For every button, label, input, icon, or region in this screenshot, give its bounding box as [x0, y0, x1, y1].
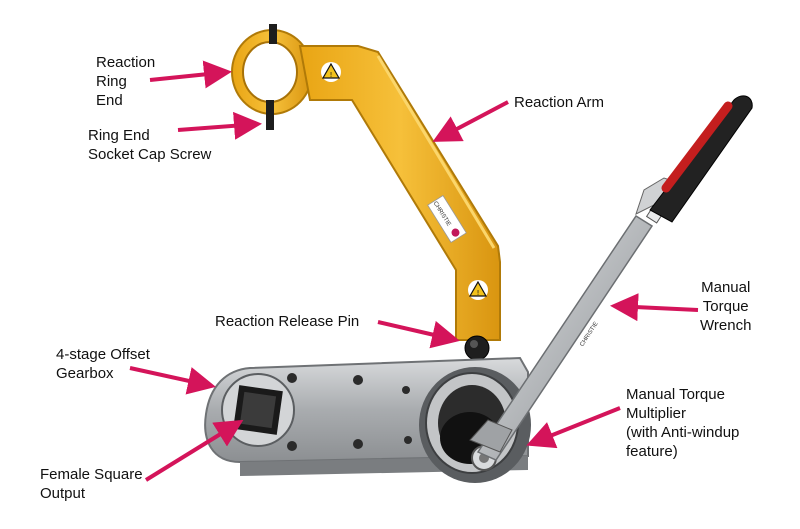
manual-torque-wrench: CHRISTIE [469, 95, 753, 461]
arrow-manual-torque-multiplier [526, 406, 621, 449]
svg-text:!: ! [477, 289, 480, 297]
callout-arrows [129, 60, 699, 482]
arrow-reaction-ring-end [149, 60, 232, 89]
label-reaction-arm: Reaction Arm [514, 94, 605, 111]
arrow-offset-gearbox [129, 366, 216, 395]
ring-end-screw-top [269, 24, 277, 44]
reaction-arm-edge [376, 55, 496, 249]
arrow-ring-end-screw [177, 111, 262, 140]
warning-triangle-icon: ! [321, 62, 341, 82]
arrow-manual-torque-wrench [610, 293, 699, 322]
reaction-release-pin [464, 335, 490, 361]
arrow-reaction-arm [432, 100, 509, 142]
label-female-square-output: Female Square Output [40, 466, 143, 502]
label-manual-torque-multiplier: Manual Torque Multiplier (with Anti-wind… [626, 386, 740, 460]
arrow-female-square-output [144, 419, 244, 482]
label-reaction-release-pin: Reaction Release Pin [215, 313, 360, 330]
label-reaction-ring-end: Reaction Ring End [96, 54, 156, 109]
wrench-grip [649, 95, 753, 223]
ring-end-screw-bottom [266, 100, 274, 130]
svg-text:!: ! [330, 71, 333, 79]
reaction-arm: ! ! CHRISTIE [231, 24, 501, 361]
label-ring-end-screw: Ring End Socket Cap Screw [88, 127, 212, 163]
warning-triangle-icon: ! [468, 280, 488, 300]
arrow-reaction-release-pin [377, 320, 460, 349]
label-offset-gearbox: 4-stage Offset Gearbox [56, 346, 150, 382]
label-manual-torque-wrench: Manual Torque Wrench [700, 279, 752, 334]
reaction-ring-hole [242, 41, 298, 103]
